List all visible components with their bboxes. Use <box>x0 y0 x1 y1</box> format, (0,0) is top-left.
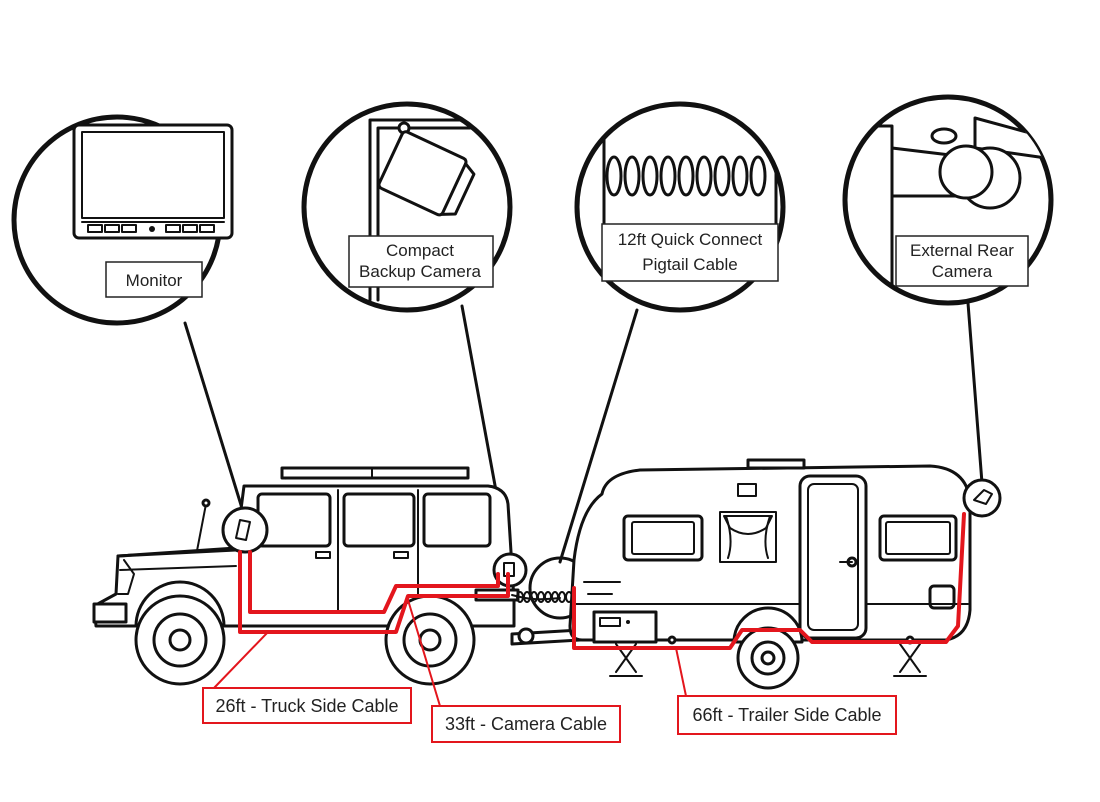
truck-cable-label: 26ft - Truck Side Cable <box>215 696 398 716</box>
cable-label-trailer: 66ft - Trailer Side Cable <box>677 695 897 735</box>
cables <box>238 512 966 650</box>
camera-cable-label: 33ft - Camera Cable <box>445 714 607 734</box>
callout-rear-camera: External Rear Camera <box>842 94 1054 306</box>
monitor-label-box <box>105 261 203 298</box>
trailer <box>568 458 1002 690</box>
trailer-cable-label-box <box>677 695 897 735</box>
hitch-coil <box>516 591 573 603</box>
backup-camera-label-line2: Backup Camera <box>359 262 481 281</box>
trailer-cable-leader <box>675 647 687 697</box>
pigtail-label-box <box>601 223 779 282</box>
trailer-side-cable-line <box>572 512 966 650</box>
truck-cable-label-box <box>202 687 412 724</box>
pigtail-label-line1: 12ft Quick Connect <box>618 230 763 249</box>
callout-monitor: Monitor <box>11 114 234 326</box>
hitch <box>510 556 592 646</box>
camera-cable-label-box <box>431 705 621 743</box>
callout-pigtail: 12ft Quick Connect Pigtail Cable <box>574 101 786 313</box>
rear-camera-label-line2: Camera <box>932 262 993 281</box>
trailer-wheel <box>732 606 804 690</box>
callout-backup-camera: Compact Backup Camera <box>301 101 513 313</box>
pigtail-label-line2: Pigtail Cable <box>642 255 737 274</box>
cable-label-leaders <box>213 599 687 707</box>
leader-pigtail <box>558 308 639 564</box>
cable-label-truck: 26ft - Truck Side Cable <box>202 687 412 724</box>
monitor-icon <box>72 123 234 240</box>
camera-cable-leader <box>407 599 441 707</box>
truck <box>92 466 528 686</box>
cable-label-camera: 33ft - Camera Cable <box>431 705 621 743</box>
truck-side-cable-line <box>238 550 510 634</box>
leader-rear-camera <box>966 301 984 485</box>
rear-camera-location-marker <box>962 478 1002 518</box>
monitor-label: Monitor <box>126 271 183 290</box>
trailer-cable-label: 66ft - Trailer Side Cable <box>692 705 881 725</box>
camera-cable-line <box>248 550 500 614</box>
truck-front-wheel <box>134 594 226 686</box>
rear-camera-label-box <box>895 235 1029 287</box>
rear-camera-label-line1: External Rear <box>910 241 1014 260</box>
monitor-location-marker <box>221 506 269 554</box>
backup-camera-label-box <box>348 235 494 288</box>
truck-cable-leader <box>213 631 269 689</box>
leader-monitor <box>183 321 247 520</box>
backup-camera-label-line1: Compact <box>386 241 454 260</box>
